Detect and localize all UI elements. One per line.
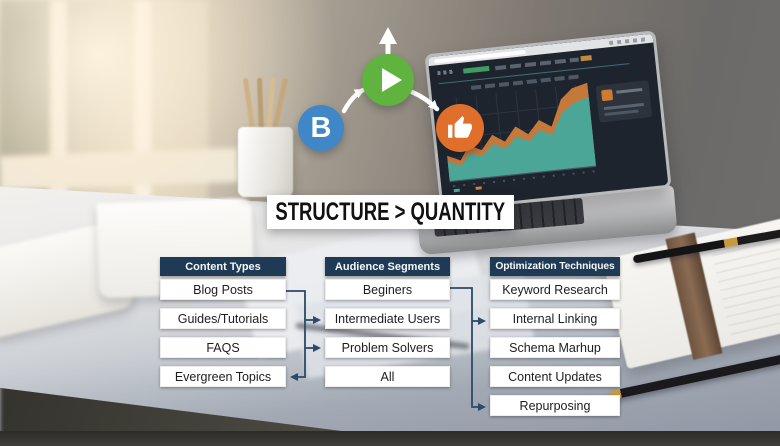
video-play-icon — [362, 54, 414, 106]
diagram-box: Problem Solvers — [325, 337, 450, 358]
laptop-screen — [424, 30, 672, 212]
analytics-chart — [443, 82, 597, 193]
column-header: Content Types — [160, 257, 286, 276]
diagram-box: All — [325, 366, 450, 387]
dashboard-card — [595, 80, 653, 123]
laptop — [416, 28, 678, 256]
blog-b-icon: B — [298, 105, 344, 151]
diagram-box: Evergreen Topics — [160, 366, 286, 387]
title-banner: STRUCTURE > QUANTITY — [267, 195, 514, 229]
diagram-box: Blog Posts — [160, 279, 286, 300]
menu-chip-highlight — [580, 55, 592, 62]
diagram-box: FAQS — [160, 337, 286, 358]
play-triangle — [381, 68, 402, 92]
url-bar — [433, 49, 526, 64]
diagram-box: Intermediate Users — [325, 308, 450, 329]
diagram-box: Repurposing — [490, 395, 620, 416]
pencil-cup — [238, 127, 293, 197]
diagram-box: Internal Linking — [490, 308, 620, 329]
column-audience-segments: Audience Segments Beginers Intermediate … — [325, 257, 450, 395]
card-line — [616, 87, 643, 94]
desk-front-edge — [0, 431, 780, 446]
page-title: STRUCTURE > QUANTITY — [275, 197, 506, 226]
thumbs-up-icon — [436, 104, 484, 152]
thumb-up-glyph — [448, 116, 472, 138]
column-optimization-techniques: Optimization Techniques Keyword Research… — [490, 257, 620, 424]
diagram-box: Keyword Research — [490, 279, 620, 300]
column-content-types: Content Types Blog Posts Guides/Tutorial… — [160, 257, 286, 395]
menu-chips — [494, 56, 579, 70]
card-alert-icon — [601, 89, 614, 102]
diagram-box: Schema Marhup — [490, 337, 620, 358]
blog-icon-letter: B — [310, 111, 332, 144]
dashboard-badge — [463, 65, 490, 74]
area-series-teal — [447, 96, 596, 182]
diagram-box: Guides/Tutorials — [160, 308, 286, 329]
card-line — [604, 109, 639, 116]
column-header: Optimization Techniques — [490, 257, 620, 276]
window-control-icons — [608, 37, 650, 45]
column-header: Audience Segments — [325, 257, 450, 276]
traffic-light-icons — [437, 69, 454, 76]
diagram-box: Beginers — [325, 279, 450, 300]
diagram-box: Content Updates — [490, 366, 620, 387]
